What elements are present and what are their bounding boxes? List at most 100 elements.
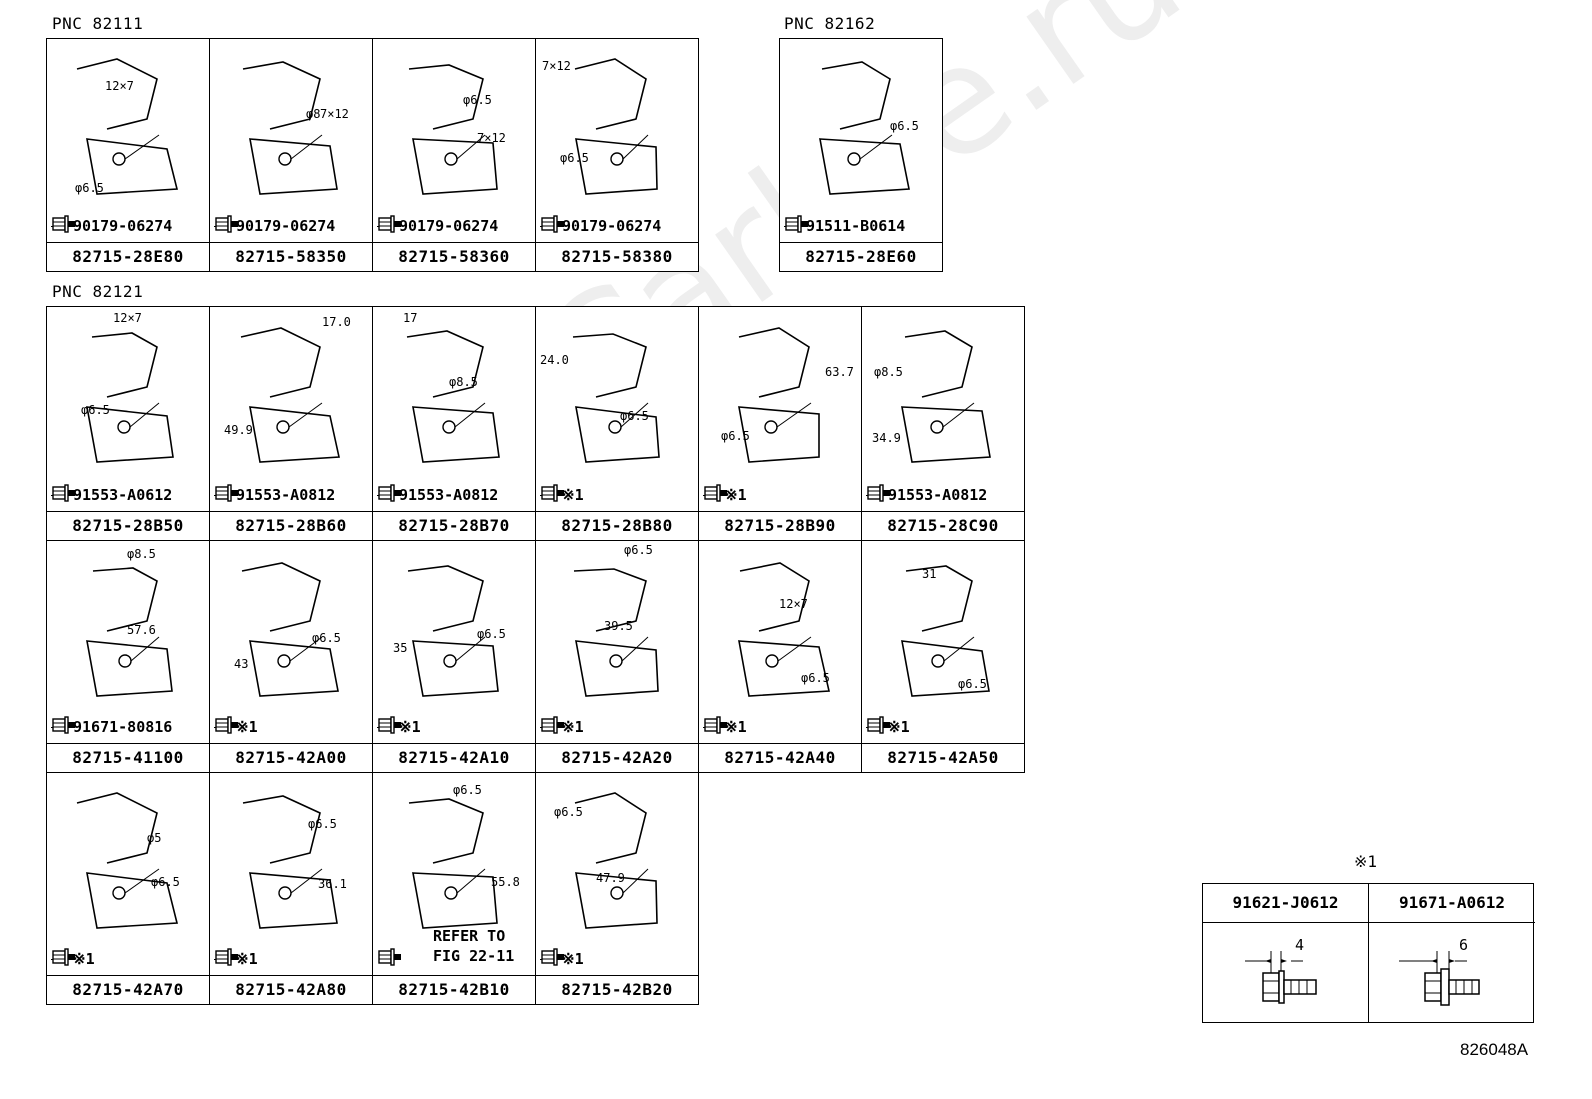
fastener-part-number: ※1 [725, 718, 747, 736]
fastener-part-number: ※1 [562, 950, 584, 968]
dimension-label: φ6.5 [453, 783, 482, 797]
dimension-label: 17 [403, 311, 418, 325]
dimension-label: 57.6 [127, 623, 156, 637]
legend-col-1: 91621-J0612 4 [1203, 884, 1369, 1022]
part-cell[interactable]: φ6.5 47.9 ※1 82715-42B20 [535, 772, 699, 1005]
pnc-82111-label: PNC 82111 [52, 14, 144, 33]
bolt-icon [785, 215, 808, 233]
fastener-callout: ※1 [540, 716, 584, 738]
part-number: 82715-42B10 [373, 975, 535, 1004]
fastener-callout: 90179-06274 [377, 215, 498, 237]
fastener-callout: ※1 [377, 716, 421, 738]
fastener-part-number: ※1 [73, 950, 95, 968]
fastener-callout: ※1 [866, 716, 910, 738]
part-number: 82715-42A10 [373, 743, 535, 772]
bolt-icon [541, 948, 564, 966]
dimension-label: φ6.5 [890, 119, 919, 133]
fastener-callout: ※1 [540, 948, 584, 970]
fastener-part-number: ※1 [562, 718, 584, 736]
dimension-label: 63.7 [825, 365, 854, 379]
legend-col-2: 91671-A0612 6 [1369, 884, 1535, 1022]
dimension-label: φ6.5 [308, 817, 337, 831]
legend-title: ※1 [1354, 852, 1378, 871]
dimension-label: 55.8 [491, 875, 520, 889]
diagram-code: 826048A [1460, 1040, 1529, 1059]
fastener-callout: 91553-A0612 [51, 484, 172, 506]
bolt-icon [867, 716, 890, 734]
dimension-label: φ8.5 [874, 365, 903, 379]
pnc-82121-label: PNC 82121 [52, 282, 144, 301]
bolt-icon [541, 716, 564, 734]
dimension-label: 47.9 [596, 871, 625, 885]
part-cell[interactable]: φ8.5 34.9 91553-A0812 82715-28C90 [861, 306, 1025, 541]
fastener-part-number: 91553-A0812 [236, 486, 336, 504]
bolt-icon [867, 484, 890, 502]
fastener-part-number: 91553-A0612 [73, 486, 173, 504]
dimension-label: φ6.5 [801, 671, 830, 685]
part-number: 82715-41100 [47, 743, 209, 772]
part-number: 82715-28C90 [862, 511, 1024, 540]
dimension-label: 17.0 [322, 315, 351, 329]
dimension-label: 12×7 [779, 597, 808, 611]
part-number: 82715-58360 [373, 242, 535, 271]
bolt-icon [541, 484, 564, 502]
bolt-icon [704, 716, 727, 734]
bolt-icon [52, 948, 75, 966]
fastener-callout: 91553-A0812 [866, 484, 987, 506]
fastener-part-number: 91671-80816 [73, 718, 173, 736]
bolt-icon [378, 215, 401, 233]
part-number: 82715-28B80 [536, 511, 698, 540]
fastener-callout: ※1 [703, 484, 747, 506]
dimension-label: φ6.5 [151, 875, 180, 889]
part-number: 82715-28E80 [47, 242, 209, 271]
fastener-part-number: 90179-06274 [562, 217, 662, 235]
fastener-callout: 90179-06274 [51, 215, 172, 237]
fastener-callout: 91511-B0614 [784, 215, 905, 237]
fastener-callout: 91671-80816 [51, 716, 172, 738]
dimension-label: φ6.5 [554, 805, 583, 819]
legend-dim-2: 6 [1459, 936, 1469, 954]
dimension-label: φ6.5 [312, 631, 341, 645]
dimension-label: 43 [234, 657, 249, 671]
bolt-icon [52, 716, 75, 734]
fastener-part-number: 91553-A0812 [399, 486, 499, 504]
fastener-part-number: ※1 [725, 486, 747, 504]
dimension-label: 31 [922, 567, 937, 581]
fastener-part-number: ※1 [236, 718, 258, 736]
dimension-label: 35 [393, 641, 408, 655]
refer-line: FIG 22-11 [433, 947, 515, 965]
dimension-label: 7×12 [320, 107, 349, 121]
part-number: 82715-28E60 [780, 242, 942, 271]
part-number: 82715-28B70 [373, 511, 535, 540]
bolt-icon [52, 215, 75, 233]
dimension-label: 34.9 [872, 431, 901, 445]
bolt-4-drawing [1245, 951, 1317, 1004]
bolt-icon [215, 948, 238, 966]
fastener-callout: 90179-06274 [540, 215, 661, 237]
fastener-part-number: 90179-06274 [73, 217, 173, 235]
part-cell[interactable]: φ6.5 91511-B0614 82715-28E60 [779, 38, 943, 272]
part-number: 82715-42B20 [536, 975, 698, 1004]
fastener-part-number: 90179-06274 [236, 217, 336, 235]
legend-part-2: 91671-A0612 [1369, 884, 1535, 923]
dimension-label: φ6.5 [958, 677, 987, 691]
